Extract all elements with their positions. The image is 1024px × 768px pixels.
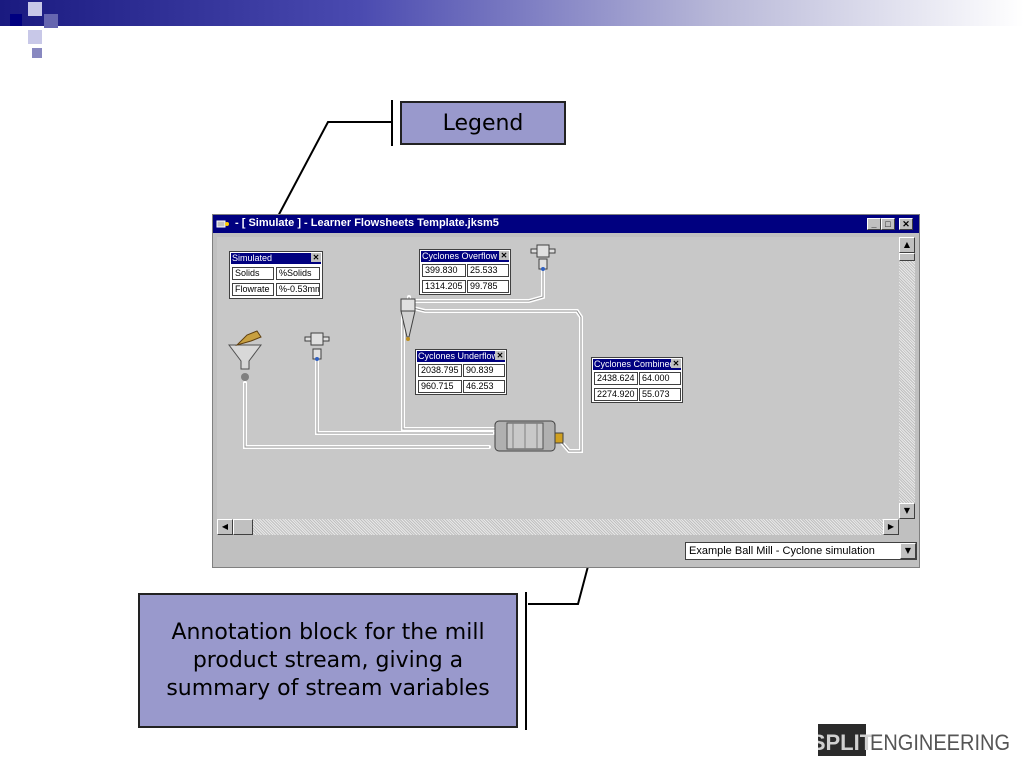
stream-pipes [228, 244, 583, 453]
decor-square [28, 2, 42, 16]
legend-cell: Solids [232, 267, 274, 280]
close-icon[interactable]: ✕ [311, 253, 321, 262]
legend-cell: %-0.53mm [276, 283, 320, 296]
panel-title: Cyclones Overflow [421, 251, 509, 262]
valve-icon [304, 332, 330, 361]
logo-text-right: ENGINEERING [870, 730, 1010, 755]
stream-value: 2438.624 [594, 372, 638, 385]
scenario-select[interactable]: Example Ball Mill - Cyclone simulation ▼ [685, 542, 917, 560]
stream-value: 960.715 [418, 380, 462, 393]
legend-panel[interactable]: Simulated ✕ Solids %Solids Flowrate %-0.… [229, 251, 323, 299]
stream-value: 25.533 [467, 264, 509, 277]
stream-value: 1314.205 [422, 280, 466, 293]
scroll-corner [899, 519, 915, 535]
logo-text-left: SPLIT [818, 730, 874, 755]
panel-title: Cyclones Underflow [417, 351, 505, 362]
cyclone-overflow-panel[interactable]: Cyclones Overflow ✕ 399.830 25.533 1314.… [419, 249, 511, 295]
app-icon [216, 220, 229, 228]
close-icon[interactable]: ✕ [499, 251, 509, 260]
horizontal-scrollbar[interactable]: ◀ ▶ [217, 519, 899, 535]
simulator-window: - [ Simulate ] - Learner Flowsheets Temp… [212, 214, 920, 568]
panel-title: Cyclones Combined [593, 359, 681, 370]
decor-square [10, 14, 22, 26]
vertical-scroll-thumb[interactable] [899, 253, 915, 261]
legend-cell: %Solids [276, 267, 320, 280]
scenario-select-value: Example Ball Mill - Cyclone simulation [689, 545, 875, 557]
legend-panel-title: Simulated [231, 253, 321, 264]
feed-hopper-icon [228, 330, 262, 381]
horizontal-scroll-thumb[interactable] [233, 519, 253, 535]
decor-square [44, 14, 58, 28]
maximize-button[interactable]: □ [881, 218, 895, 230]
legend-callout-label: Legend [442, 110, 524, 136]
cyclone-underflow-panel[interactable]: Cyclones Underflow ✕ 2038.795 90.839 960… [415, 349, 507, 395]
scroll-down-button[interactable]: ▼ [899, 503, 915, 519]
slide-header-bar [0, 0, 1024, 26]
stream-value: 2274.920 [594, 388, 638, 401]
stream-value: 399.830 [422, 264, 466, 277]
vertical-scrollbar[interactable]: ▲ ▼ [899, 237, 915, 519]
scroll-up-button[interactable]: ▲ [899, 237, 915, 253]
flowsheet-canvas[interactable]: Simulated ✕ Solids %Solids Flowrate %-0.… [217, 237, 899, 519]
cyclone-combined-panel[interactable]: Cyclones Combined ✕ 2438.624 64.000 2274… [591, 357, 683, 403]
stream-value: 90.839 [463, 364, 505, 377]
scroll-left-button[interactable]: ◀ [217, 519, 233, 535]
stream-value: 46.253 [463, 380, 505, 393]
stream-value: 55.073 [639, 388, 681, 401]
chevron-down-icon[interactable]: ▼ [900, 543, 916, 559]
stream-value: 99.785 [467, 280, 509, 293]
minimize-button[interactable]: _ [867, 218, 881, 230]
close-icon[interactable]: ✕ [671, 359, 681, 368]
annotation-callout-text: Annotation block for the mill product st… [166, 619, 490, 701]
close-button[interactable]: ✕ [899, 218, 913, 230]
window-title-bar[interactable]: - [ Simulate ] - Learner Flowsheets Temp… [213, 215, 919, 233]
stream-value: 64.000 [639, 372, 681, 385]
legend-cell: Flowrate [232, 283, 274, 296]
valve-icon [530, 244, 556, 271]
split-engineering-logo: SPLIT ENGINEERING [811, 720, 1014, 760]
decor-square [28, 30, 42, 44]
cyclone-icon [400, 298, 416, 341]
annotation-callout: Annotation block for the mill product st… [138, 593, 518, 728]
close-icon[interactable]: ✕ [495, 351, 505, 360]
scroll-right-button[interactable]: ▶ [883, 519, 899, 535]
ball-mill-icon [494, 420, 564, 452]
window-title: - [ Simulate ] - Learner Flowsheets Temp… [235, 217, 499, 229]
decor-square [32, 48, 42, 58]
stream-value: 2038.795 [418, 364, 462, 377]
legend-callout: Legend [400, 101, 566, 145]
